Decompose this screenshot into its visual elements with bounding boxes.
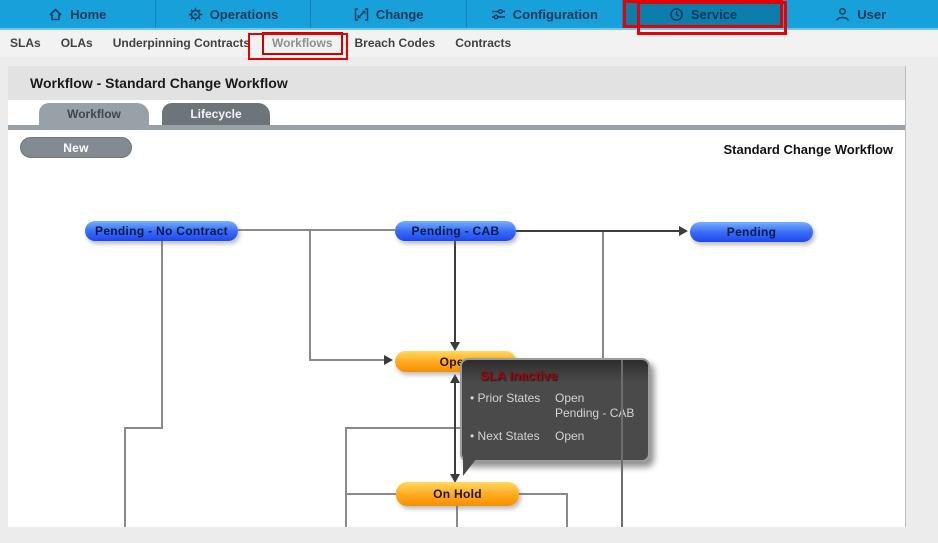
arrowhead-down (450, 342, 460, 351)
arrowhead-up (450, 374, 460, 383)
nav-operations[interactable]: Operations (156, 0, 312, 28)
panel-right-border (905, 66, 906, 527)
nav-change[interactable]: Change (311, 0, 468, 28)
connector-line (621, 360, 623, 527)
change-arrows-icon (354, 7, 369, 22)
tab-lifecycle[interactable]: Lifecycle (162, 103, 270, 125)
workflow-node-pending-no-contract[interactable]: Pending - No Contract (85, 221, 238, 241)
tooltip-row-label: • Next States (470, 429, 555, 444)
connector-line (345, 427, 347, 527)
nav-home[interactable]: Home (0, 0, 156, 28)
workflow-canvas (8, 100, 905, 527)
tooltip-label-text: Next States (477, 429, 540, 443)
connector-line (124, 427, 126, 527)
tooltip-tail (463, 458, 477, 476)
subnav-underpinning-contracts[interactable]: Underpinning Contracts (112, 36, 251, 50)
tooltip-label-text: Prior States (477, 391, 541, 405)
subnav-olas[interactable]: OLAs (60, 36, 93, 50)
nav-label: Change (375, 6, 424, 22)
tooltip-row-values: Open Pending - CAB (555, 391, 634, 421)
nav-service[interactable]: Service (622, 0, 784, 28)
tooltip-row-label: • Prior States (470, 391, 555, 421)
subnav-contracts[interactable]: Contracts (455, 36, 512, 50)
arrow-line (454, 382, 456, 476)
connector-line (345, 427, 461, 429)
tooltip-row-next-states: • Next States Open (470, 429, 648, 444)
bullet-glyph: • (470, 429, 475, 443)
tab-underline-bar (8, 125, 905, 130)
connector-line (124, 427, 163, 429)
sliders-icon (491, 7, 506, 22)
tooltip-row-prior-states: • Prior States Open Pending - CAB (470, 391, 648, 421)
connector-line (345, 493, 396, 495)
top-navigation-bar: Home Operations Change Configuration Ser… (0, 0, 938, 30)
nav-label: Home (70, 6, 107, 22)
workflow-name-label: Standard Change Workflow (723, 142, 894, 157)
arrowhead-down (450, 474, 460, 483)
connector-line (519, 493, 568, 495)
workflow-node-on-hold[interactable]: On Hold (396, 482, 519, 506)
connector-line (309, 359, 386, 361)
nav-user[interactable]: User (783, 0, 938, 28)
connector-line (566, 493, 568, 527)
tab-workflow[interactable]: Workflow (39, 103, 149, 125)
connector-line (309, 229, 311, 360)
tooltip-value: Open (555, 429, 585, 443)
subnav-workflows[interactable]: Workflows (262, 32, 343, 55)
bottom-strip (0, 527, 938, 543)
subnav-slas[interactable]: SLAs (10, 36, 41, 50)
new-button[interactable]: New (20, 137, 132, 158)
clock-icon (669, 7, 684, 22)
connector-line (456, 506, 458, 527)
connector-line (161, 240, 163, 429)
connector-line (602, 231, 604, 358)
home-icon (48, 7, 63, 22)
tooltip-title: SLA Inactive (480, 368, 558, 383)
tooltip-row-values: Open (555, 429, 584, 444)
workflow-node-pending[interactable]: Pending (690, 222, 813, 242)
nav-label: Service (690, 6, 738, 22)
tooltip-value: Pending - CAB (555, 406, 635, 420)
user-icon (835, 7, 850, 22)
arrowhead-right (679, 226, 688, 236)
nav-label: Operations (209, 6, 279, 22)
workflow-node-pending-cab[interactable]: Pending - CAB (395, 221, 516, 241)
arrow-line (454, 241, 456, 342)
nav-label: Configuration (512, 6, 598, 22)
page-title: Workflow - Standard Change Workflow (30, 75, 288, 91)
subnav-breach-codes[interactable]: Breach Codes (354, 36, 436, 50)
bullet-glyph: • (470, 391, 475, 405)
nav-configuration[interactable]: Configuration (467, 0, 623, 28)
state-tooltip: SLA Inactive • Prior States Open Pending… (460, 358, 650, 476)
connector-line (238, 229, 395, 231)
arrowhead-right (384, 355, 393, 365)
nav-label: User (857, 6, 887, 22)
title-band: Workflow - Standard Change Workflow (8, 66, 905, 100)
gear-icon (188, 7, 203, 22)
arrow-line (516, 230, 679, 232)
sub-navigation-bar: SLAs OLAs Underpinning Contracts Workflo… (0, 30, 938, 57)
tooltip-value: Open (555, 391, 585, 405)
